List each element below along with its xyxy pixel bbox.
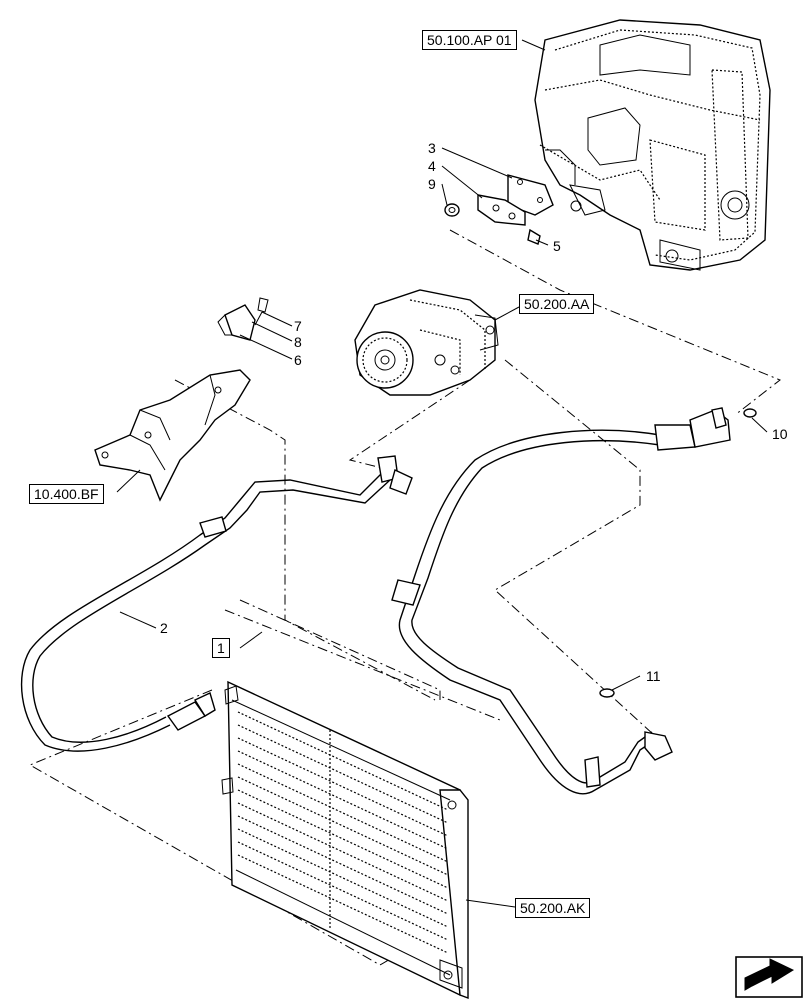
callout-5: 5 bbox=[553, 238, 561, 254]
callout-8: 8 bbox=[294, 334, 302, 350]
ref-assembly: 1 bbox=[212, 638, 230, 658]
support-bracket bbox=[94, 297, 269, 502]
leader-lines bbox=[116, 39, 768, 908]
callout-9: 9 bbox=[428, 176, 436, 192]
ref-bracket[interactable]: 10.400.BF bbox=[29, 484, 104, 504]
ac-compressor bbox=[354, 289, 499, 396]
callout-4: 4 bbox=[428, 158, 436, 174]
hose-10 bbox=[391, 407, 757, 795]
next-page-arrow-icon[interactable] bbox=[735, 956, 803, 998]
condenser bbox=[221, 680, 469, 1000]
callout-3: 3 bbox=[428, 140, 436, 156]
mounting-plate-parts bbox=[444, 174, 554, 245]
callout-7: 7 bbox=[294, 318, 302, 334]
hose-2 bbox=[20, 455, 413, 752]
hvac-unit bbox=[534, 19, 771, 271]
ref-hvac-unit[interactable]: 50.100.AP 01 bbox=[422, 30, 517, 50]
ref-compressor[interactable]: 50.200.AA bbox=[519, 294, 595, 314]
callout-2: 2 bbox=[160, 620, 168, 636]
callout-11: 11 bbox=[646, 668, 661, 684]
ref-condenser[interactable]: 50.200.AK bbox=[515, 898, 591, 918]
callout-6: 6 bbox=[294, 352, 302, 368]
callout-10: 10 bbox=[772, 426, 788, 442]
condenser-fins bbox=[237, 711, 449, 954]
